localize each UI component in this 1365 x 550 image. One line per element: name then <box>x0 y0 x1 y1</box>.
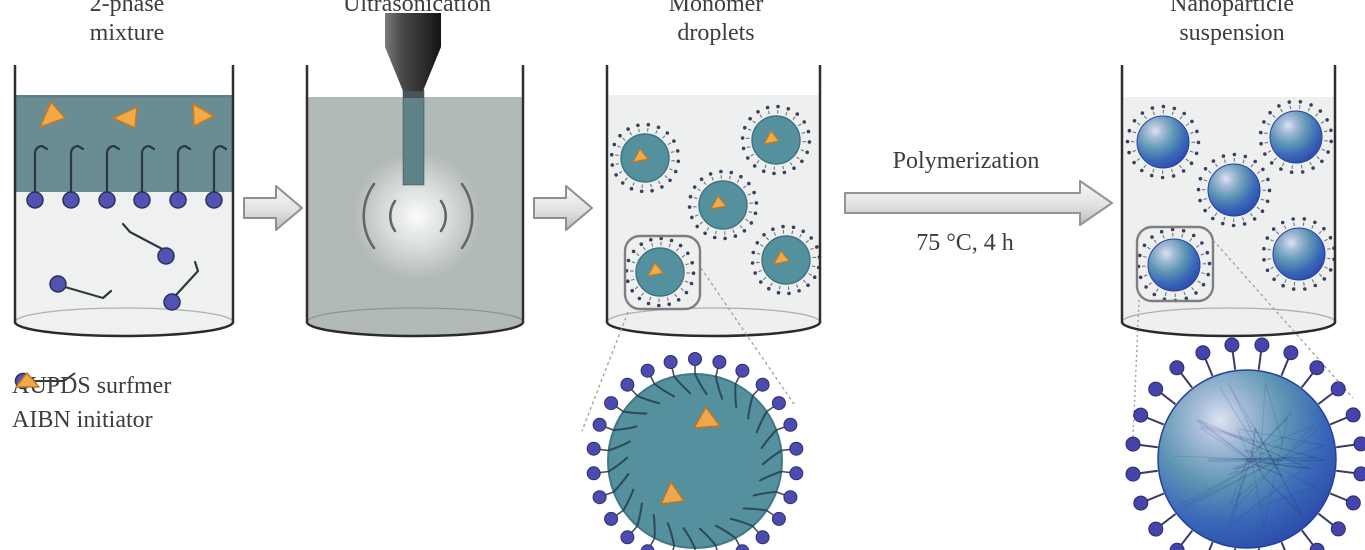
beaker-bottom-back-rim <box>606 307 821 323</box>
surfmer-icon <box>163 260 200 311</box>
stage-title-line: Nanoparticle <box>1170 0 1294 17</box>
nanoparticle <box>1269 110 1323 164</box>
nanoparticle <box>1147 238 1201 292</box>
ultrasound-waves-icon <box>362 182 474 250</box>
surfmer-shell <box>1125 337 1365 550</box>
step-arrow-icon <box>533 185 593 231</box>
beaker-ultrasonication <box>305 13 525 338</box>
legend-row-initiator: AIBN initiator <box>12 372 171 437</box>
beaker-nanoparticle-suspension <box>1120 65 1354 438</box>
initiator-icon <box>112 106 138 129</box>
stage-title-line: suspension <box>1179 20 1285 46</box>
initiator-icon <box>660 481 685 505</box>
magnified-monomer-droplet <box>586 352 804 550</box>
beaker-bottom <box>13 321 235 338</box>
legend-label: AIBN initiator <box>12 406 153 433</box>
beaker-bottom <box>605 321 822 338</box>
sonicator-probe <box>385 13 441 186</box>
zoom-callout-box <box>623 234 702 311</box>
polymerization-arrow <box>844 180 1113 226</box>
beaker-monomer-droplets <box>581 65 822 432</box>
stage-title-ultrasonication: Ultrasonication <box>343 0 491 19</box>
stage-title-2-phase-mixture: 2-phase mixture <box>90 0 165 48</box>
water-phase <box>15 192 233 336</box>
legend: AUPDS surfmer AIBN initiator <box>12 369 171 437</box>
magnified-nanoparticle <box>1125 337 1365 550</box>
beaker-bottom-back-rim <box>1121 307 1336 323</box>
surfmer-icon <box>121 222 175 265</box>
stage-title-line: Monomer <box>668 0 764 17</box>
free-surfmers <box>49 222 200 311</box>
stage-title-line: mixture <box>89 20 165 46</box>
polymerization-conditions: 75 °C, 4 h <box>916 230 1014 256</box>
monomer-droplets <box>609 104 822 308</box>
probe-shaft <box>402 89 425 186</box>
liquid-surface-line <box>15 95 233 98</box>
interface-surfmers <box>26 144 228 209</box>
beaker-2-phase-mixture <box>13 65 235 338</box>
beaker-bottom <box>1120 321 1337 338</box>
stage-title-nanoparticle-suspension: Nanoparticle suspension <box>1170 0 1294 48</box>
polymer-mesh-texture <box>1172 382 1326 528</box>
probe-shaft-top <box>403 90 424 98</box>
nanoparticles <box>1125 100 1336 303</box>
probe-body <box>385 13 441 47</box>
initiator-icon <box>693 406 721 429</box>
cavitation-glow <box>353 152 481 280</box>
initiator-icon <box>762 129 781 145</box>
zoom-callout-box <box>1135 225 1215 303</box>
initiator-icon <box>192 103 215 127</box>
initiator-icon <box>15 372 40 388</box>
nanoparticle <box>1207 163 1261 217</box>
surfmer-shell <box>586 352 804 550</box>
stage-title-line: droplets <box>677 20 755 46</box>
beaker-bottom <box>305 321 525 338</box>
stage-title-monomer-droplets: Monomer droplets <box>669 0 764 48</box>
initiator-icon <box>39 101 66 128</box>
stage-title-line: 2-phase <box>89 0 165 17</box>
initiator-icon <box>646 261 665 277</box>
zoom-callout-line <box>1212 239 1354 399</box>
initiator-icon <box>709 194 728 210</box>
polymerization-label: Polymerization <box>892 148 1040 174</box>
probe-cone <box>385 47 441 91</box>
nanoparticle <box>1136 115 1190 169</box>
beaker-bottom-back-rim <box>306 307 524 323</box>
aibn-initiator-triangles <box>39 101 215 129</box>
surfmer-icon <box>49 275 113 300</box>
step-arrow-icon <box>243 185 303 231</box>
zoom-callout-line <box>581 311 629 432</box>
initiator-icon <box>631 147 650 163</box>
nanoparticle <box>1272 227 1326 281</box>
initiator-icon <box>772 249 791 265</box>
beaker-bottom-back-rim <box>14 307 234 323</box>
stage-title-line: Ultrasonication <box>343 0 491 17</box>
